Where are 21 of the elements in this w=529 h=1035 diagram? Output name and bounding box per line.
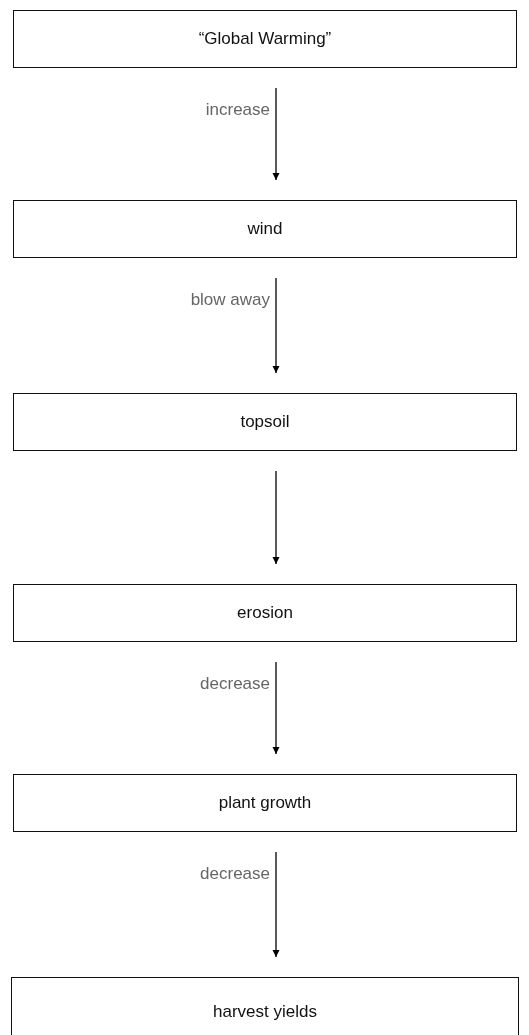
edge-label: decrease — [200, 864, 270, 884]
arrow — [272, 661, 280, 755]
edge-label: decrease — [200, 674, 270, 694]
edge-label: blow away — [190, 290, 270, 310]
box-label: harvest yields — [213, 1002, 317, 1022]
arrow — [272, 87, 280, 181]
process-box — [13, 584, 517, 642]
process-box — [13, 200, 517, 258]
arrow — [272, 851, 280, 958]
process-box — [13, 10, 517, 68]
arrow — [272, 277, 280, 374]
box-label: wind — [247, 219, 283, 239]
process-box — [13, 774, 517, 832]
process-box — [11, 977, 519, 1035]
box-label: topsoil — [240, 412, 290, 432]
box-label: plant growth — [218, 793, 312, 813]
arrow — [272, 470, 280, 565]
box-label: erosion — [237, 603, 293, 623]
edge-label: increase — [205, 100, 270, 120]
process-box — [13, 393, 517, 451]
box-label: “Global Warming” — [198, 29, 332, 49]
